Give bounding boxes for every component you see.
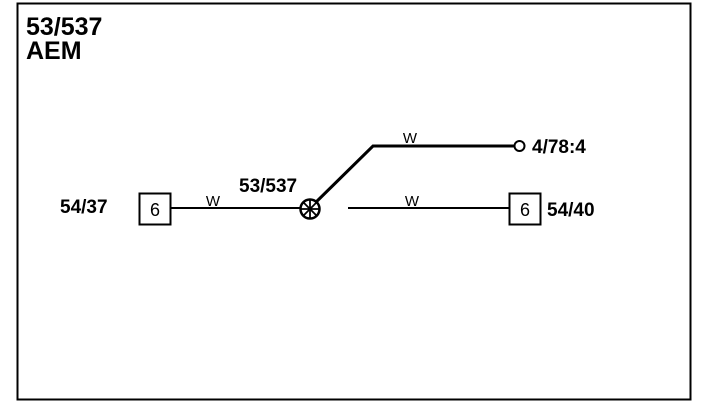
right-connector-box [508,192,542,226]
left-connector-box [138,192,172,226]
lower-wire-color: W [405,193,420,210]
right-connector-ref: 54/40 [547,200,595,221]
diagram-frame [16,2,692,401]
left-wire-color: W [206,193,221,210]
splice-icon [299,198,321,220]
terminal-ref: 4/78:4 [532,137,586,158]
terminal-ring-icon [513,140,526,152]
left-connector-pin: 6 [150,200,160,220]
upper-wire [308,144,514,210]
header-code: 53/537 [26,13,102,41]
upper-wire-color: W [403,130,418,147]
splice-label: 53/537 [239,176,297,197]
right-connector-pin: 6 [520,200,530,220]
left-connector-ref: 54/37 [60,197,108,218]
header-name: AEM [26,37,82,65]
